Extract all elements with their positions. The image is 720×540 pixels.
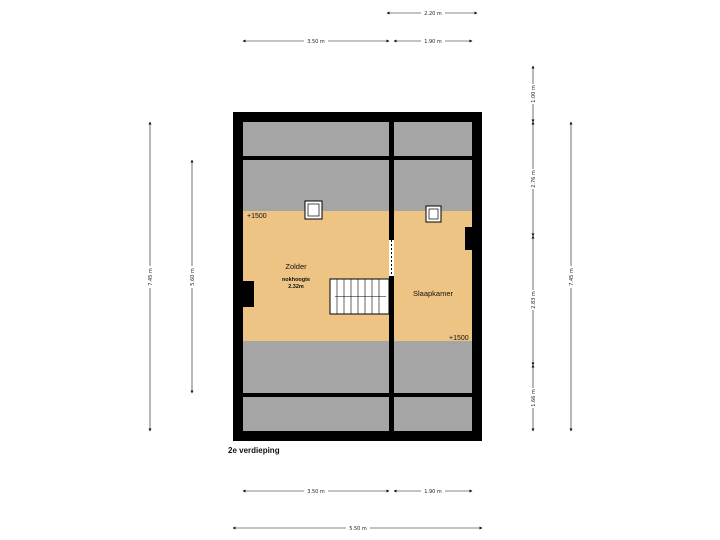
low-ceiling-area-left-lower bbox=[243, 341, 389, 393]
chimney-left bbox=[243, 281, 254, 307]
slaapkamer-label: Slaapkamer bbox=[413, 289, 454, 298]
slaapkamer-level: +1500 bbox=[449, 335, 469, 342]
svg-text:3.50 m: 3.50 m bbox=[307, 489, 325, 495]
dimension-top-right: 1.90 m bbox=[393, 37, 473, 45]
low-ceiling-area-top-right bbox=[394, 122, 472, 156]
dimension-bottom-total: 5.50 m bbox=[232, 524, 483, 532]
svg-text:5.50 m: 5.50 m bbox=[349, 526, 367, 532]
zolder-floor bbox=[243, 211, 389, 341]
svg-text:2.83 m: 2.83 m bbox=[531, 291, 537, 309]
svg-text:3.50 m: 3.50 m bbox=[307, 39, 325, 45]
roof-window-right bbox=[425, 205, 442, 223]
svg-text:2.20 m: 2.20 m bbox=[424, 11, 442, 17]
dimension-bottom-left: 3.50 m bbox=[242, 487, 390, 495]
svg-text:1.00 m: 1.00 m bbox=[531, 85, 537, 103]
zolder-level: +1500 bbox=[247, 213, 267, 220]
dimension-right-total: 7.45 m bbox=[567, 121, 575, 432]
zolder-ridge-label: nokhoogte bbox=[282, 277, 310, 283]
dimension-left-inner: 5.60 m bbox=[188, 159, 196, 394]
staircase bbox=[329, 278, 390, 315]
dimension-top-extra: 2.20 m bbox=[386, 9, 478, 17]
low-ceiling-area-bottom-right bbox=[394, 397, 472, 431]
svg-text:1.90 m: 1.90 m bbox=[424, 489, 442, 495]
chimney-right bbox=[465, 227, 473, 250]
svg-text:7.45 m: 7.45 m bbox=[569, 268, 575, 286]
svg-text:7.45 m: 7.45 m bbox=[148, 268, 154, 286]
dimension-right-seg4: 1.66 m bbox=[529, 364, 537, 432]
low-ceiling-area-right-upper bbox=[394, 160, 472, 211]
roof-window-left bbox=[304, 200, 323, 220]
zolder-ridge-value: 2.32m bbox=[288, 284, 304, 290]
zolder-label: Zolder bbox=[285, 262, 307, 271]
dimension-right-seg3: 2.83 m bbox=[529, 235, 537, 366]
floor-title: 2e verdieping bbox=[228, 446, 280, 455]
svg-text:1.90 m: 1.90 m bbox=[424, 39, 442, 45]
dimension-right-seg2: 2.76 m bbox=[529, 121, 537, 237]
svg-text:2.76 m: 2.76 m bbox=[531, 170, 537, 188]
svg-text:1.66 m: 1.66 m bbox=[531, 389, 537, 407]
svg-text:5.60 m: 5.60 m bbox=[190, 268, 196, 286]
dimension-bottom-right: 1.90 m bbox=[393, 487, 473, 495]
low-ceiling-area-right-lower bbox=[394, 341, 472, 393]
dimension-top-left: 3.50 m bbox=[242, 37, 390, 45]
slaapkamer-floor bbox=[394, 211, 472, 341]
dimension-right-seg1: 1.00 m bbox=[529, 65, 537, 123]
dimension-left-outer: 7.45 m bbox=[146, 121, 154, 432]
low-ceiling-area-bottom-left bbox=[243, 397, 389, 431]
low-ceiling-area-top-left bbox=[243, 122, 389, 156]
